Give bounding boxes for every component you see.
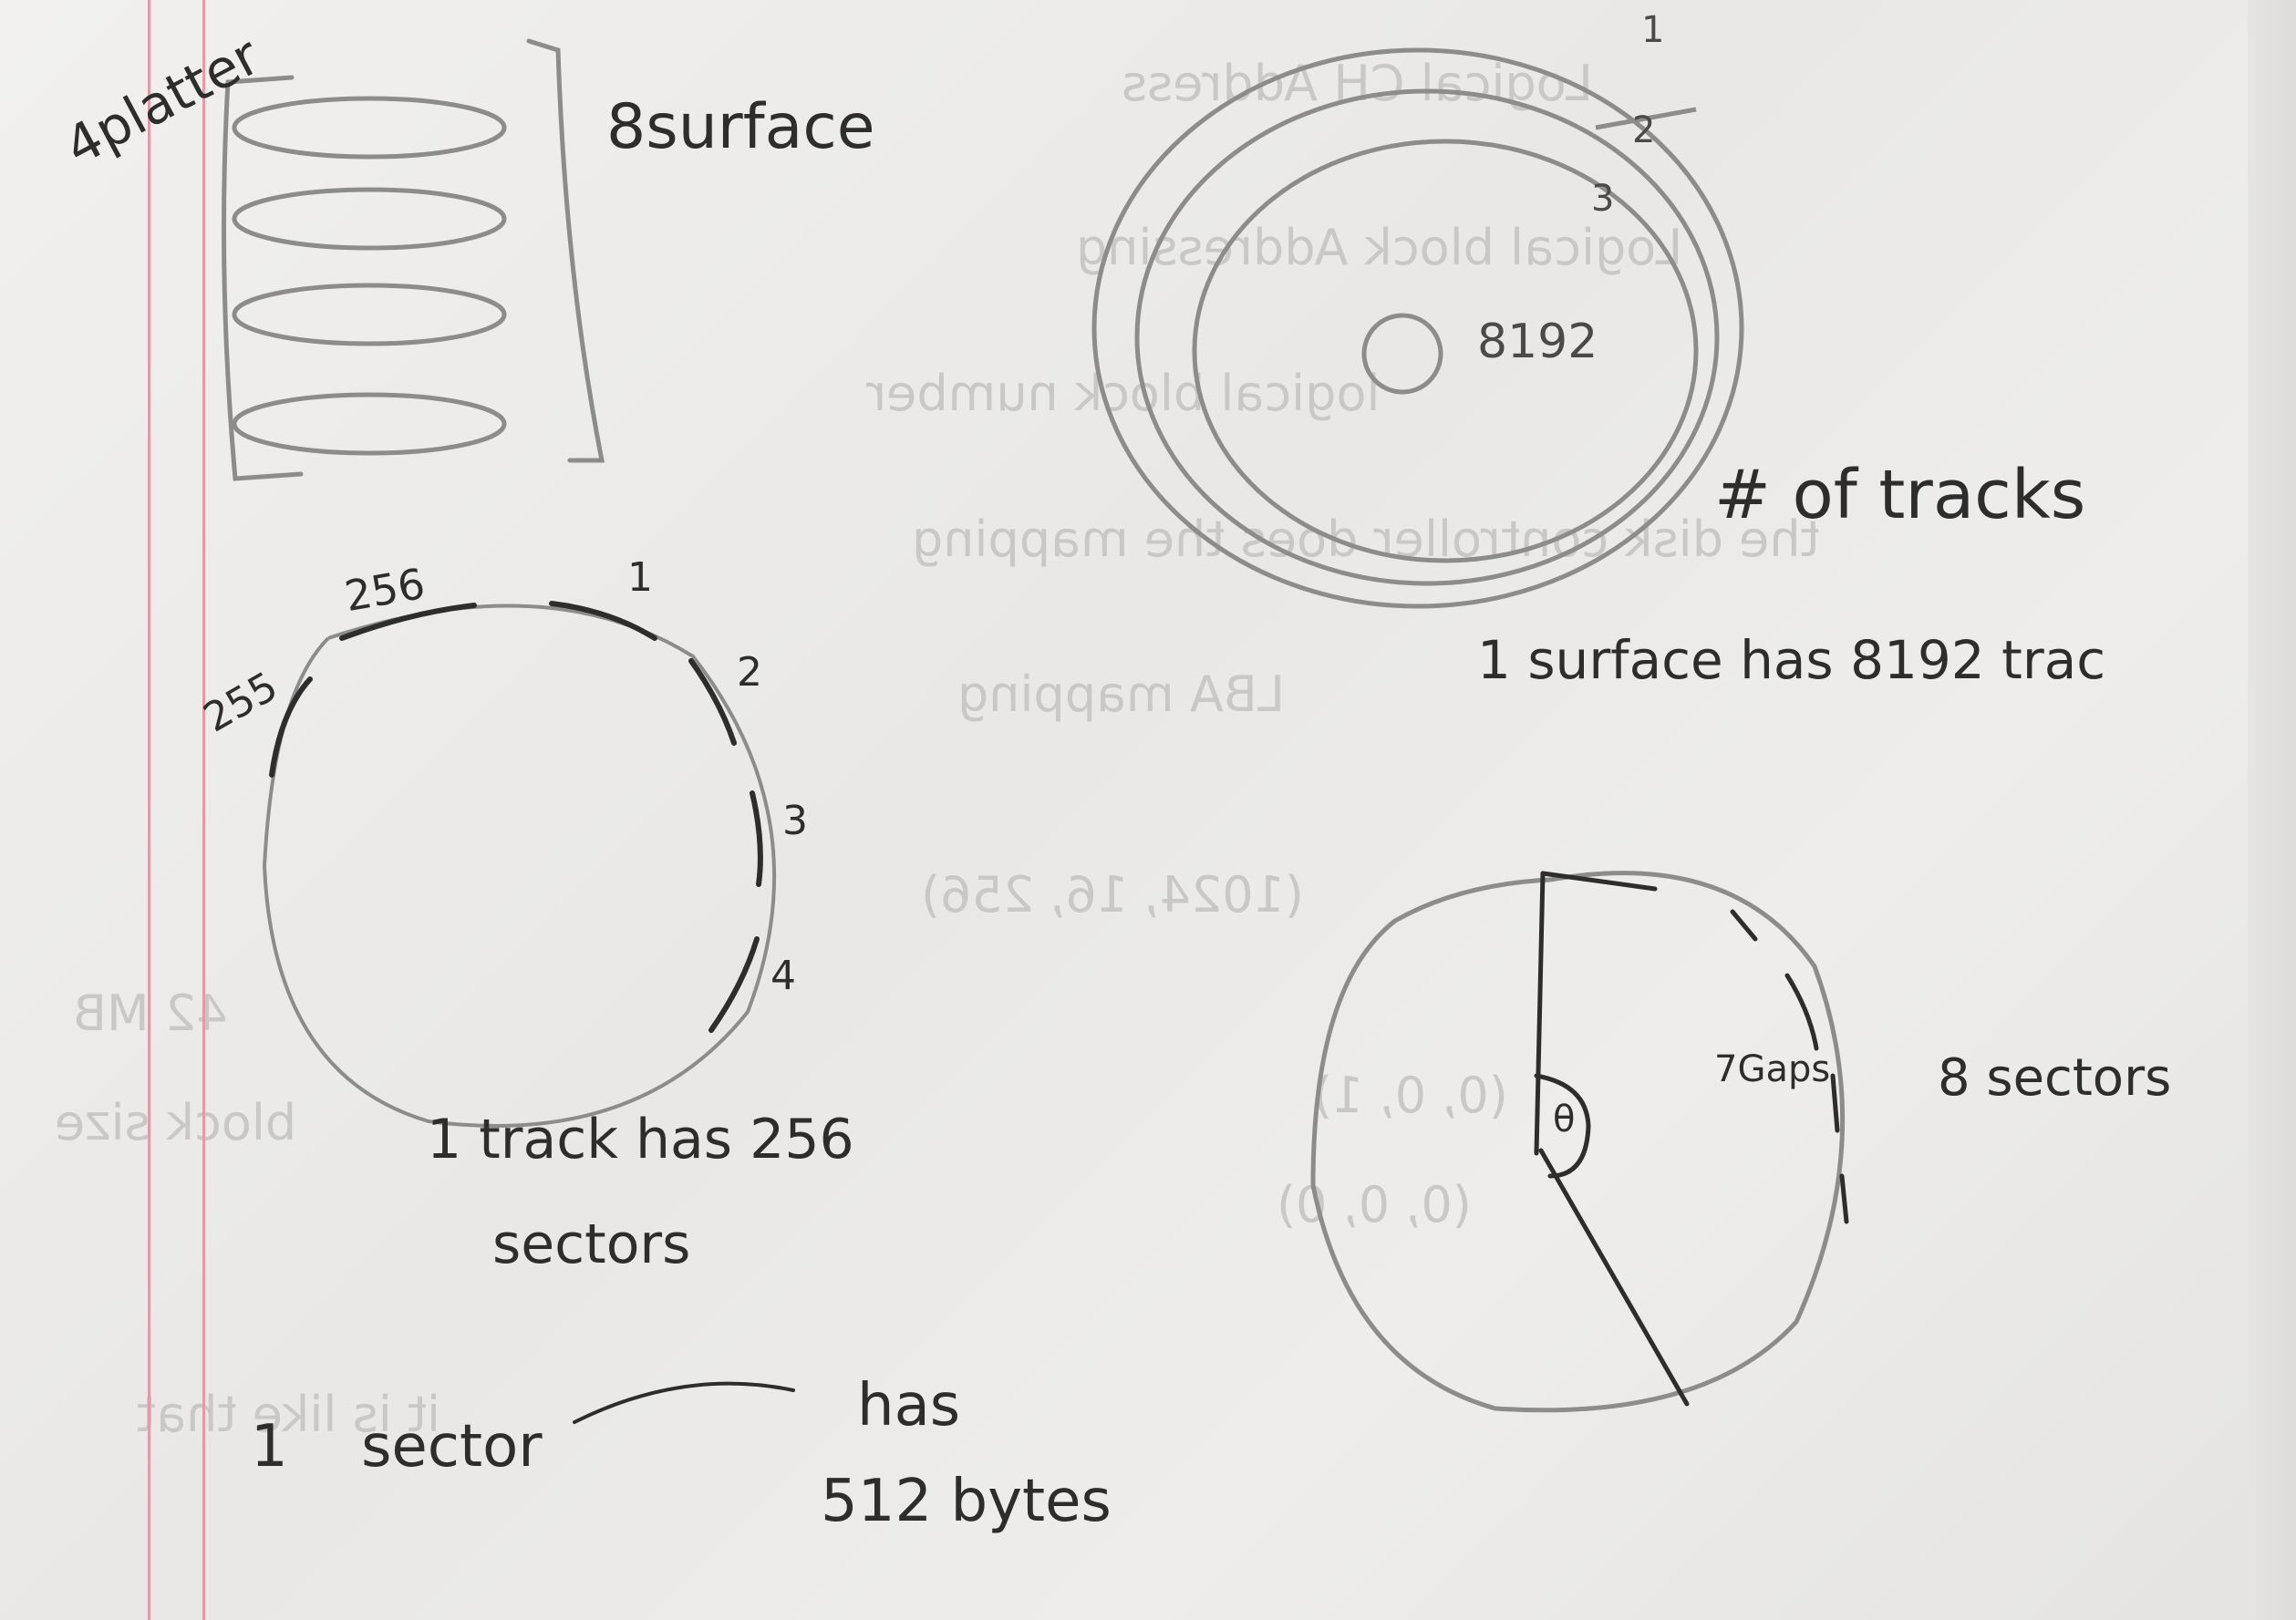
track-circle-drawing: [262, 604, 777, 1128]
spindle: [1361, 313, 1443, 395]
arc-2: [688, 658, 737, 746]
margin-line-2: [202, 0, 205, 1620]
platter-4: [232, 392, 507, 456]
track-inner: [1192, 139, 1699, 563]
pie-top-edge: [1540, 871, 1658, 892]
tracks-count-label: # of tracks: [1714, 456, 2086, 534]
platter-2: [232, 187, 507, 251]
arc-256: [339, 603, 477, 641]
track-pointer: [1595, 107, 1697, 130]
track-mark-2: 2: [1632, 109, 1656, 151]
platter-3: [232, 283, 507, 346]
page-edge: [2248, 0, 2296, 1620]
margin-line-1: [148, 0, 150, 1620]
sector-curve: [573, 1381, 795, 1424]
track-circle: [262, 604, 777, 1128]
gaps-label: 7Gaps: [1714, 1048, 1831, 1090]
gap-marks: [1730, 909, 1849, 1224]
pie-radii: [1534, 871, 1849, 1407]
sector-number-2: 2: [737, 649, 762, 696]
sector-label: 1 sector: [251, 1413, 543, 1481]
arc-255: [269, 676, 313, 778]
arc-3: [750, 790, 763, 887]
track-mark-3: 3: [1591, 178, 1615, 220]
sector-number-3: 3: [782, 798, 808, 844]
bracket-left: [222, 75, 304, 481]
sector-bytes-line1: has: [857, 1372, 961, 1439]
sector-pie-drawing: [1310, 871, 1846, 1413]
surface-tracks-drawing: [1091, 47, 1744, 609]
radius-bottom: [1538, 1148, 1690, 1407]
center-number: 8192: [1477, 315, 1598, 369]
surface-tracks-note: 1 surface has 8192 trac: [1477, 629, 2106, 691]
track-outer: [1091, 47, 1744, 609]
radius-top: [1534, 871, 1546, 1156]
arc-1: [549, 601, 657, 641]
sector-number-4: 4: [771, 953, 796, 999]
theta-arc: [1534, 1073, 1591, 1179]
sector-bytes-line2: 512 bytes: [821, 1468, 1112, 1535]
bracket-right: [526, 38, 605, 463]
surface-label: 8surface: [606, 91, 875, 163]
theta-symbol: θ: [1553, 1099, 1576, 1140]
track-mark-1: 1: [1641, 9, 1665, 51]
track-mid: [1134, 88, 1720, 586]
platter-1: [232, 96, 507, 160]
track-sectors-note-line1: 1 track has 256: [427, 1108, 854, 1171]
track-sectors-note-line2: sectors: [492, 1212, 691, 1276]
sectors-count-label: 8 sectors: [1938, 1048, 2172, 1108]
sector-arcs: [269, 601, 763, 1033]
sector-number-1: 1: [627, 554, 653, 601]
pie-circle: [1310, 871, 1846, 1413]
platter-stack-drawing: [222, 38, 605, 481]
arc-4: [708, 936, 760, 1033]
